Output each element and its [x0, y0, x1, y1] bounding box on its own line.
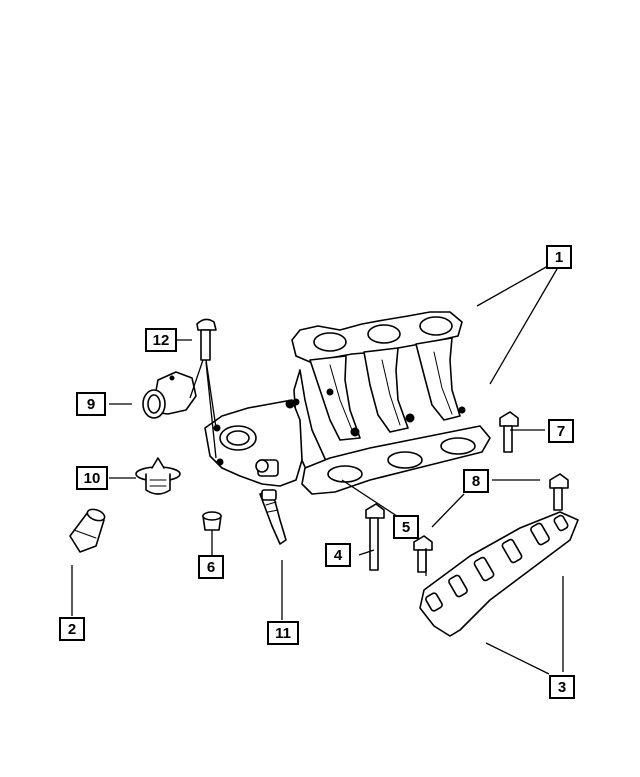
callout-8: 8 — [463, 469, 489, 493]
callout-9: 9 — [76, 392, 106, 416]
fitting-part-2 — [69, 508, 106, 553]
bolt-part-12 — [196, 318, 217, 361]
callout-label-1: 1 — [555, 249, 563, 266]
callout-label-5: 5 — [402, 519, 410, 536]
gasket-part-3 — [419, 511, 579, 637]
bolt-part-7 — [499, 411, 519, 453]
callout-4: 4 — [325, 543, 351, 567]
callout-label-3: 3 — [558, 679, 566, 696]
intake-manifold — [291, 311, 491, 495]
leader-lines — [71, 265, 564, 675]
callout-label-2: 2 — [68, 621, 76, 638]
bolt-part-8 — [549, 473, 569, 511]
callout-label-4: 4 — [334, 547, 343, 564]
callout-label-11: 11 — [275, 625, 291, 642]
callout-label-8: 8 — [472, 473, 480, 490]
callout-6: 6 — [198, 555, 224, 579]
water-outlet-part-9 — [142, 371, 197, 419]
callout-10: 10 — [76, 466, 108, 490]
callout-11: 11 — [267, 621, 299, 645]
thermostat-part-10 — [135, 457, 181, 495]
callout-label-10: 10 — [84, 470, 101, 487]
callout-12: 12 — [145, 328, 177, 352]
stud-part-5 — [413, 535, 433, 573]
callout-label-9: 9 — [87, 396, 95, 413]
callout-label-12: 12 — [153, 332, 170, 349]
callout-3: 3 — [549, 675, 575, 699]
cap-part-6 — [202, 511, 222, 531]
callout-label-6: 6 — [207, 559, 215, 576]
thermostat-housing-body — [204, 399, 303, 487]
callout-5: 5 — [393, 515, 419, 539]
callout-label-7: 7 — [557, 423, 565, 440]
callout-2: 2 — [59, 617, 85, 641]
callout-7: 7 — [548, 419, 574, 443]
bolt-part-4 — [365, 503, 385, 571]
sensor-part-11 — [259, 489, 287, 545]
callout-1: 1 — [546, 245, 572, 269]
